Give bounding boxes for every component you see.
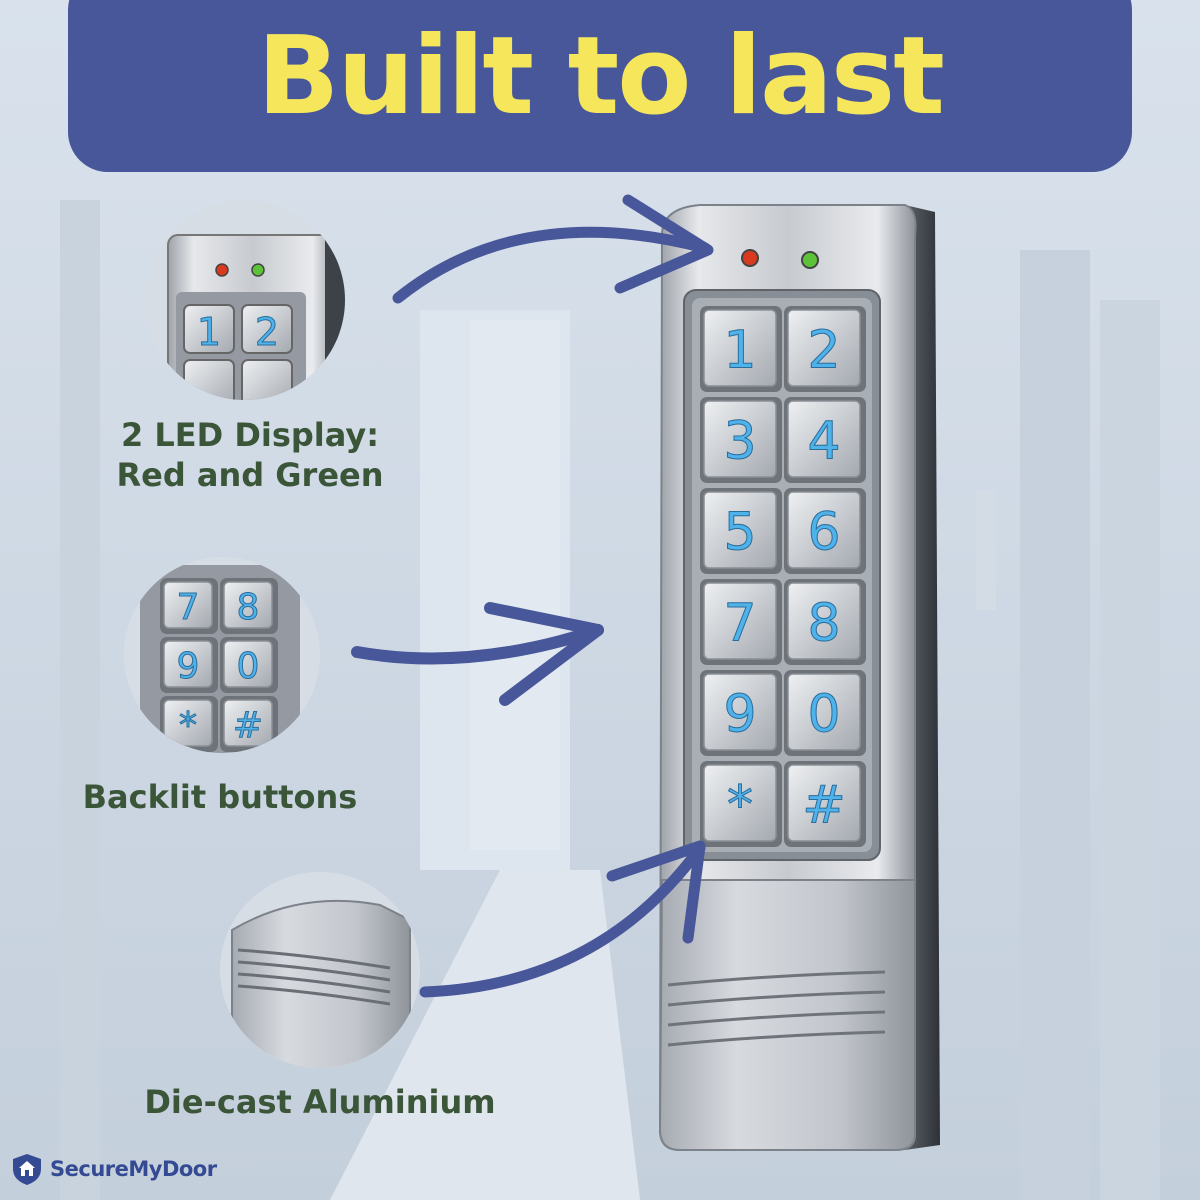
feature-caption-aluminium: Die-cast Aluminium	[100, 1082, 540, 1122]
keypad-key: #	[784, 761, 866, 847]
keypad-key: 7	[700, 579, 782, 665]
keypad-key-label: 0	[807, 685, 840, 745]
keypad-key: 4	[784, 397, 866, 483]
feature-caption-leds: 2 LED Display: Red and Green	[90, 415, 410, 495]
keypad-key: 5	[700, 488, 782, 574]
keypad-key-label: 1	[723, 321, 756, 381]
cover-vent-lines	[667, 970, 886, 1047]
title-banner	[68, 0, 1132, 172]
brand-name: SecureMyDoor	[50, 1157, 217, 1181]
keypad-key-label: #	[802, 776, 846, 836]
keypad-key: 9	[700, 670, 782, 756]
arrow-to-leds	[392, 226, 711, 304]
feature-caption-line: Red and Green	[116, 456, 384, 494]
keypad-key: #	[220, 696, 278, 752]
led-indicators	[741, 249, 819, 269]
keypad-key-label: *	[727, 776, 753, 836]
keypad-key: 2	[784, 306, 866, 392]
keypad-key-label: 9	[723, 685, 756, 745]
house-shield-icon	[13, 1154, 41, 1185]
keypad-key-label: 4	[807, 412, 840, 472]
keypad-key: 9	[160, 637, 218, 693]
keypad-key-label: 5	[723, 503, 756, 563]
feature-caption-line: Backlit buttons	[82, 778, 358, 816]
keypad-key: 0	[784, 670, 866, 756]
keypad-key: 1	[700, 306, 782, 392]
banner-title: Built to last	[257, 14, 945, 139]
keypad-key-label: 7	[723, 594, 756, 654]
keypad-key-label: 9	[177, 646, 200, 687]
keypad-key: 8	[784, 579, 866, 665]
detail-circle-cover	[220, 872, 420, 1068]
feature-caption-line: Die-cast Aluminium	[144, 1083, 496, 1121]
keypad-key-label: 2	[807, 321, 840, 381]
arrow-to-buttons	[351, 624, 604, 665]
keypad-key: *	[160, 696, 218, 752]
led-red	[741, 249, 759, 267]
svg-text:2: 2	[255, 310, 279, 354]
svg-text:1: 1	[197, 310, 221, 354]
led-green	[801, 251, 819, 269]
feature-caption-line: 2 LED Display:	[120, 416, 380, 454]
keypad-key-label: #	[233, 705, 263, 746]
keypad-key: 8	[220, 578, 278, 634]
keypad-key-label: *	[179, 705, 197, 746]
detail-circle-leds: 1 2	[145, 200, 345, 400]
keypad-key: 3	[700, 397, 782, 483]
keypad-key-label: 6	[807, 503, 840, 563]
keypad-key: 7	[160, 578, 218, 634]
keypad-key-label: 3	[723, 412, 756, 472]
arrow-to-cover	[419, 842, 706, 998]
keypad-key-label: 0	[237, 646, 260, 687]
keypad-key: 6	[784, 488, 866, 574]
keypad-key: 0	[220, 637, 278, 693]
keypad-key: *	[700, 761, 782, 847]
callout-arrows	[351, 194, 714, 998]
keypad-key-label: 8	[237, 587, 260, 628]
keypad-key-label: 7	[177, 587, 200, 628]
feature-caption-backlit: Backlit buttons	[60, 777, 380, 817]
brand-logo: SecureMyDoor	[10, 1152, 217, 1186]
keypad-key-label: 8	[807, 594, 840, 654]
